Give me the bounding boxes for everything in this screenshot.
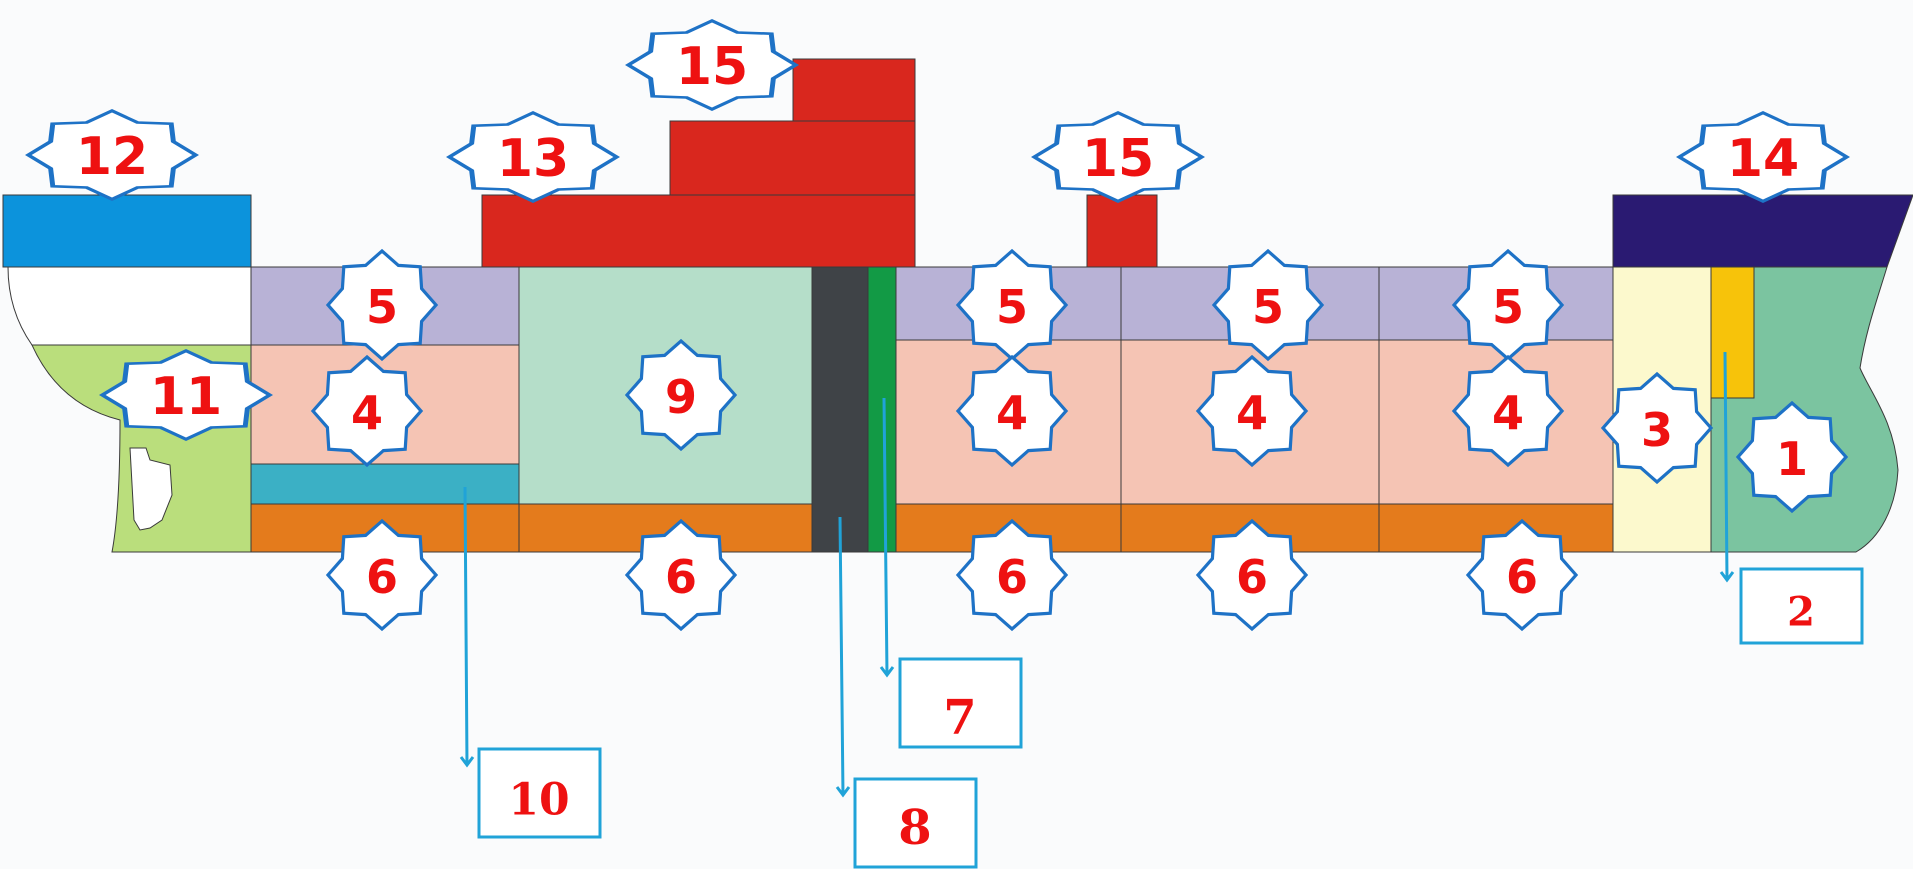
- callout-line-7: [879, 397, 895, 678]
- tank-teal: [250, 463, 520, 505]
- star-label-5-c: 5: [1252, 280, 1284, 334]
- callout-box-7: 7: [898, 657, 1023, 749]
- green-bulkhead: [867, 266, 897, 553]
- star-badges: 12 13 15 15 14 5 5 5 5: [28, 21, 1846, 631]
- superstructure-top: [792, 58, 916, 122]
- stern-hull-outline: [7, 266, 252, 346]
- callout-box-7-label: 7: [943, 690, 976, 746]
- superstructure-lower: [481, 194, 916, 268]
- callout-boxes: 2 7 10 8: [477, 567, 1864, 869]
- forecastle-deck: [1612, 194, 1913, 268]
- callout-box-8: 8: [853, 777, 978, 869]
- star-label-14: 14: [1727, 129, 1799, 189]
- callout-line-2: [1719, 351, 1735, 583]
- star-label-13: 13: [497, 129, 569, 189]
- star-label-9: 9: [665, 370, 697, 424]
- star-label-11: 11: [150, 367, 222, 427]
- callout-lines: [459, 351, 1735, 798]
- star-label-4-c: 4: [1236, 386, 1268, 440]
- callout-box-8-label: 8: [898, 800, 931, 856]
- star-label-4-d: 4: [1492, 386, 1524, 440]
- star-label-6-b: 6: [665, 550, 697, 604]
- star-label-12: 12: [76, 127, 148, 187]
- stern-deck-block: [2, 194, 252, 268]
- callout-box-2-label: 2: [1787, 589, 1815, 636]
- funnel: [1086, 194, 1158, 268]
- superstructure-mid: [669, 120, 916, 196]
- callout-box-10: 10: [477, 747, 602, 839]
- star-label-6-d: 6: [1236, 550, 1268, 604]
- dark-bulkhead: [811, 266, 869, 553]
- star-label-15-top: 15: [676, 37, 748, 97]
- star-label-15-funnel: 15: [1082, 129, 1154, 189]
- rudder-cutout: [129, 447, 173, 531]
- star-label-6-a: 6: [366, 550, 398, 604]
- star-label-5-a: 5: [366, 280, 398, 334]
- star-label-3: 3: [1641, 403, 1673, 457]
- star-label-6-c: 6: [996, 550, 1028, 604]
- callout-line-8: [835, 516, 851, 798]
- callout-box-2: 2: [1739, 567, 1864, 645]
- callout-box-10-label: 10: [508, 775, 569, 826]
- star-label-1: 1: [1776, 432, 1808, 486]
- star-label-5-d: 5: [1492, 280, 1524, 334]
- callout-line-10: [459, 486, 475, 768]
- star-label-6-e: 6: [1506, 550, 1538, 604]
- star-label-4-b: 4: [996, 386, 1028, 440]
- star-label-4-a: 4: [351, 386, 383, 440]
- star-label-5-b: 5: [996, 280, 1028, 334]
- chain-locker: [1710, 266, 1755, 399]
